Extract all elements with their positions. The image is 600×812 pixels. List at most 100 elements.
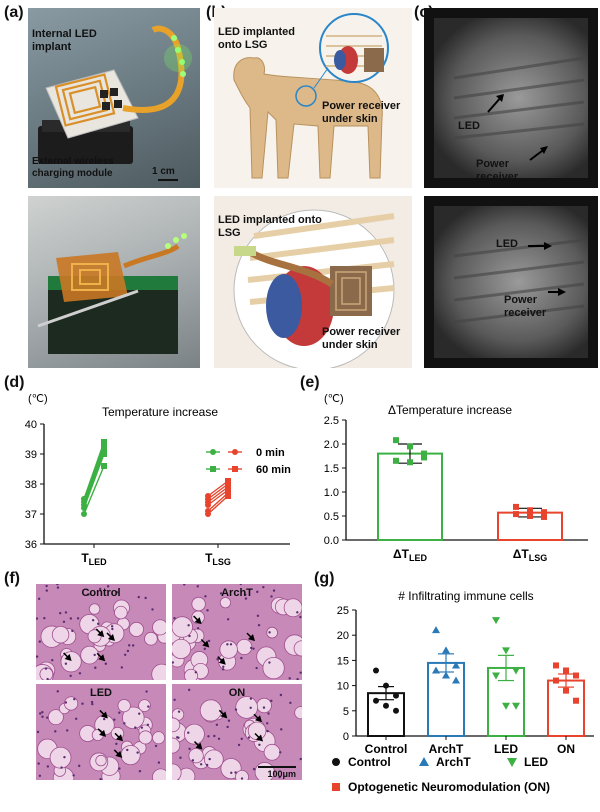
chart-g-point (452, 661, 460, 669)
immune-cells-chart: # Infiltrating immune cells 0510152025Co… (332, 589, 594, 794)
chart-g-point (383, 682, 389, 689)
histology-nucleus (154, 744, 158, 748)
histology-cell (247, 721, 267, 741)
histology-cell (138, 730, 153, 745)
led-lsg-label-bottom: LED implanted onto LSG (218, 214, 322, 239)
histology-arrowhead (100, 711, 108, 719)
histology-cell (152, 619, 166, 636)
histology-nucleus (45, 584, 48, 588)
chart-d-point-0min (205, 508, 211, 514)
histology-nucleus (203, 647, 206, 651)
chart-e-unit: (℃) (324, 393, 344, 405)
histology-arrowhead (107, 633, 115, 641)
histology-nucleus (188, 634, 191, 638)
panel-label-e: (e) (300, 374, 320, 391)
histology-nucleus (111, 627, 114, 631)
histology-nucleus (280, 728, 283, 731)
histology-arrowhead (97, 630, 105, 638)
chart-d-y-tick-label: 39 (25, 449, 37, 461)
chart-d-pair-line (207, 492, 229, 512)
chart-g-title: # Infiltrating immune cells (398, 589, 533, 603)
xray-image-top: LED Power receiver (424, 8, 598, 188)
histology-nucleus (196, 627, 200, 630)
histology-nucleus (230, 771, 233, 775)
histology-nucleus (51, 658, 54, 662)
chart-e-title: ΔTemperature increase (388, 403, 512, 417)
histology-nucleus (240, 777, 244, 780)
histology-arrowhead (115, 734, 123, 742)
histology-nucleus (173, 616, 176, 620)
histology-nucleus (187, 688, 191, 692)
histology-nucleus (136, 751, 139, 754)
histology-nucleus (244, 593, 247, 596)
dog-illustration: LED implanted onto LSG Power receiver un… (214, 8, 412, 188)
histology-cell (120, 745, 141, 766)
histology-nucleus (145, 690, 148, 693)
histology-nucleus (289, 701, 292, 705)
histology-cell (172, 763, 182, 780)
histology-cell (138, 699, 151, 712)
histology-nucleus (222, 665, 225, 669)
histology-nucleus (279, 693, 283, 697)
chart-e-point (393, 437, 399, 444)
histology-nucleus (38, 774, 42, 777)
histology-nucleus (44, 667, 48, 670)
histology-nucleus (266, 729, 269, 733)
chart-d-pair-line (207, 489, 229, 506)
histology-nucleus (90, 700, 94, 704)
histology-nucleus (176, 736, 179, 739)
chart-g-x-tick-label: Control (365, 742, 408, 756)
histology-nucleus (56, 586, 60, 589)
histology-nucleus (69, 617, 73, 620)
chart-e-point (527, 507, 533, 514)
histology-nucleus (257, 623, 261, 627)
histology-nucleus (91, 619, 95, 622)
xray-led-label-top: LED (458, 120, 480, 132)
histology-on: ON 100μm (172, 684, 302, 780)
histology-cell (219, 597, 231, 609)
histology-nucleus (183, 584, 186, 586)
histology-nucleus (296, 611, 299, 614)
histology-nucleus (94, 666, 97, 669)
chart-g-point (373, 667, 379, 674)
histology-cell (219, 640, 238, 659)
implant-closeup-illustration: LED implanted onto LSG Power receiver un… (214, 196, 412, 368)
histology-nucleus (64, 611, 68, 614)
histology-nucleus (177, 710, 181, 713)
histology-nucleus (74, 717, 78, 720)
histology-nucleus (258, 743, 261, 746)
histology-cell (95, 754, 107, 767)
histology-cell (172, 717, 181, 733)
chart-g-x-tick-label: LED (494, 742, 518, 756)
histology-nucleus (71, 629, 74, 633)
histology-nucleus (229, 643, 233, 646)
chart-d-pair-line (207, 486, 229, 503)
chart-g-legend-label: LED (524, 755, 548, 769)
histology-nucleus (151, 608, 154, 611)
chart-d-y-tick-label: 37 (25, 509, 37, 521)
histology-nucleus (93, 653, 96, 657)
histology-nucleus (41, 710, 44, 714)
histology-nucleus (118, 711, 121, 714)
histology-nucleus (64, 662, 68, 665)
histology-cell (266, 626, 278, 639)
chart-g-y-tick-label: 0 (343, 731, 349, 743)
histology-arrowhead (202, 640, 210, 648)
histology-cell (114, 605, 128, 620)
histology-nucleus (194, 671, 198, 674)
histology-nucleus (118, 767, 121, 770)
chart-g-legend-marker (419, 757, 429, 766)
histology-nucleus (179, 756, 182, 759)
histology-cell (283, 598, 302, 618)
histology-arrowhead (255, 715, 263, 723)
chart-g-legend-marker (332, 758, 340, 766)
histology-nucleus (244, 597, 248, 600)
chart-g-point (393, 707, 399, 714)
chart-d-pair-line (207, 495, 229, 515)
histology-cell (236, 639, 253, 655)
chart-g-y-tick-label: 5 (343, 706, 349, 718)
histology-nucleus (173, 698, 176, 701)
chart-e-point (541, 509, 547, 516)
histology-arrowhead (220, 711, 228, 719)
histology-cell (199, 699, 222, 722)
